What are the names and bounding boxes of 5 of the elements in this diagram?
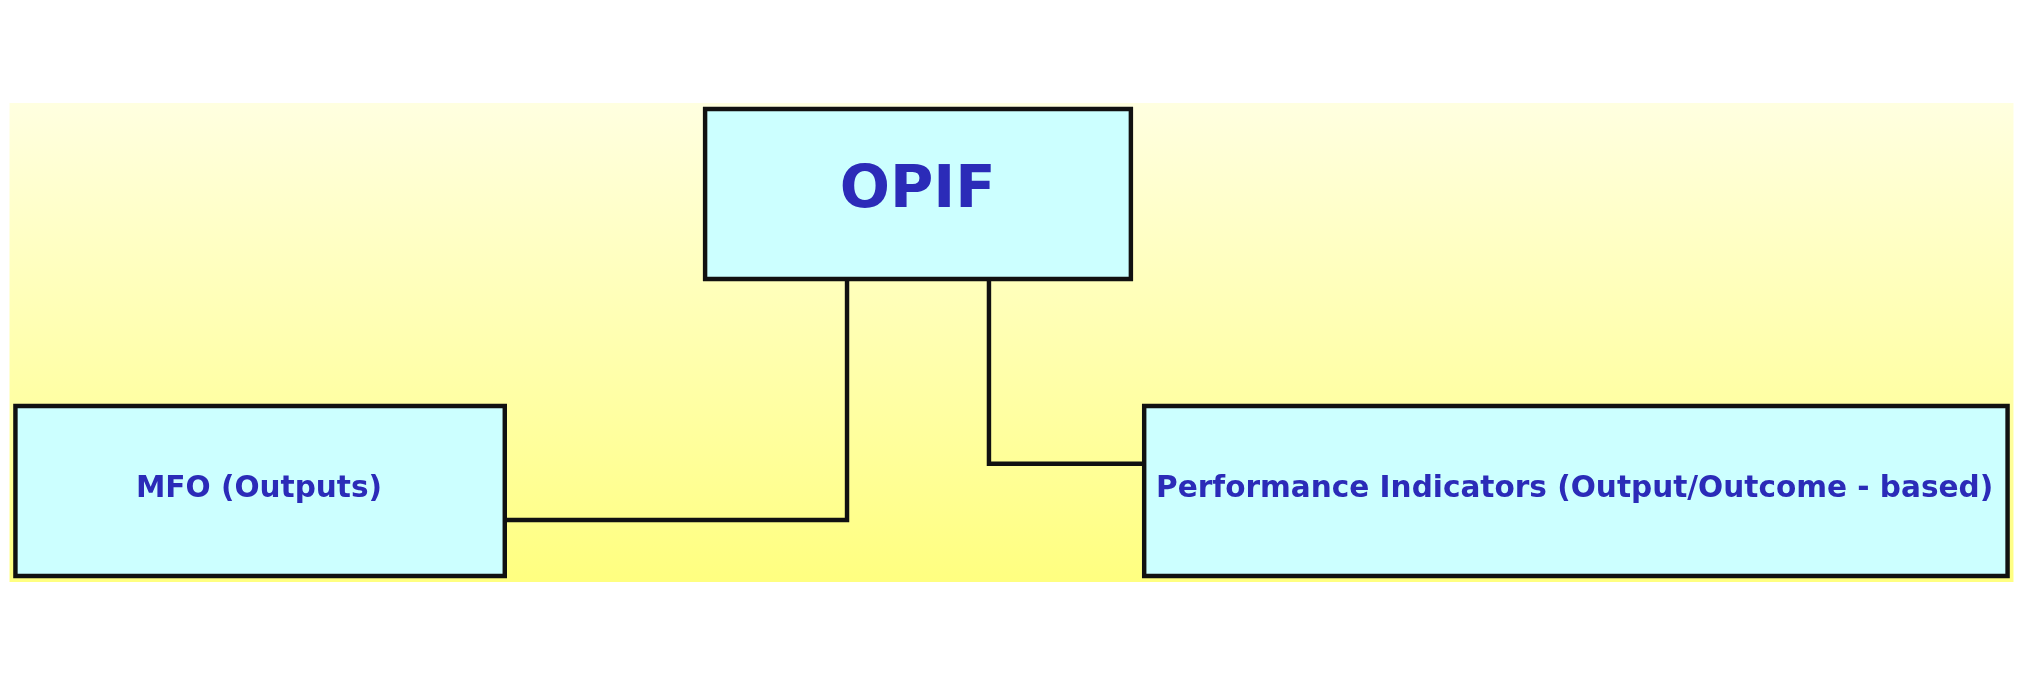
node-box: Performance Indicators (Output/Outcome - based) xyxy=(1141,403,2010,579)
node-box: OPIF xyxy=(702,106,1134,282)
connector xyxy=(986,279,1144,466)
connector xyxy=(505,279,850,523)
node-box: MFO (Outputs) xyxy=(13,403,507,579)
